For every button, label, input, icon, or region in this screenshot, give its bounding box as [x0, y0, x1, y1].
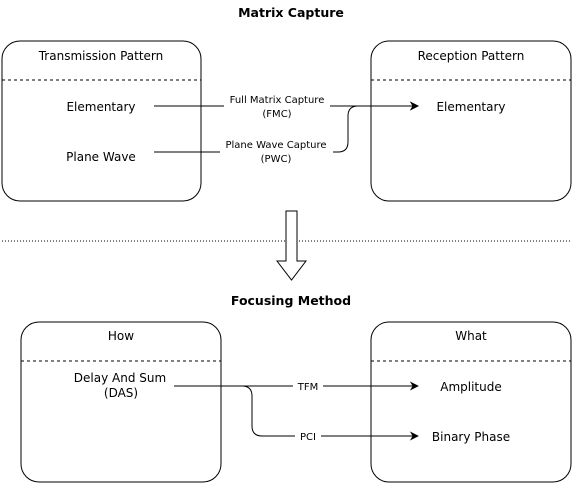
- fmc-abbrev-label: (FMC): [262, 109, 291, 120]
- tfm-label: TFM: [297, 382, 319, 393]
- down-arrow-icon: [275, 210, 308, 281]
- pwc-label: Plane Wave Capture: [226, 140, 327, 151]
- how-header: How: [108, 329, 134, 343]
- what-header: What: [455, 329, 487, 343]
- how-box[interactable]: How Delay And Sum (DAS): [20, 321, 222, 483]
- how-item-delay-and-sum: Delay And Sum: [74, 371, 166, 385]
- how-item-das: (DAS): [104, 386, 138, 400]
- reception-pattern-box[interactable]: Reception Pattern Elementary: [370, 40, 572, 202]
- pwc-abbrev-label: (PWC): [261, 154, 292, 165]
- what-item-amplitude: Amplitude: [440, 380, 502, 394]
- matrix-capture-title: Matrix Capture: [238, 5, 344, 20]
- transmission-pattern-box[interactable]: Transmission Pattern Elementary Plane Wa…: [1, 40, 202, 202]
- what-box[interactable]: What Amplitude Binary Phase: [370, 321, 572, 483]
- pwc-edge[interactable]: Plane Wave Capture (PWC): [154, 101, 419, 167]
- what-item-binary-phase: Binary Phase: [432, 430, 510, 444]
- pci-edge[interactable]: PCI: [174, 385, 419, 443]
- fmc-label: Full Matrix Capture: [230, 95, 325, 106]
- fmc-edge[interactable]: Full Matrix Capture (FMC): [154, 92, 419, 122]
- pci-connector: [174, 385, 419, 441]
- focusing-method-title: Focusing Method: [231, 293, 351, 308]
- pwc-connector: [154, 101, 419, 153]
- reception-pattern-header: Reception Pattern: [418, 49, 525, 63]
- transmission-item-plane-wave: Plane Wave: [66, 150, 136, 164]
- transmission-item-elementary: Elementary: [66, 100, 135, 114]
- pci-label: PCI: [300, 432, 316, 443]
- transmission-pattern-header: Transmission Pattern: [38, 49, 164, 63]
- reception-item-elementary: Elementary: [436, 100, 505, 114]
